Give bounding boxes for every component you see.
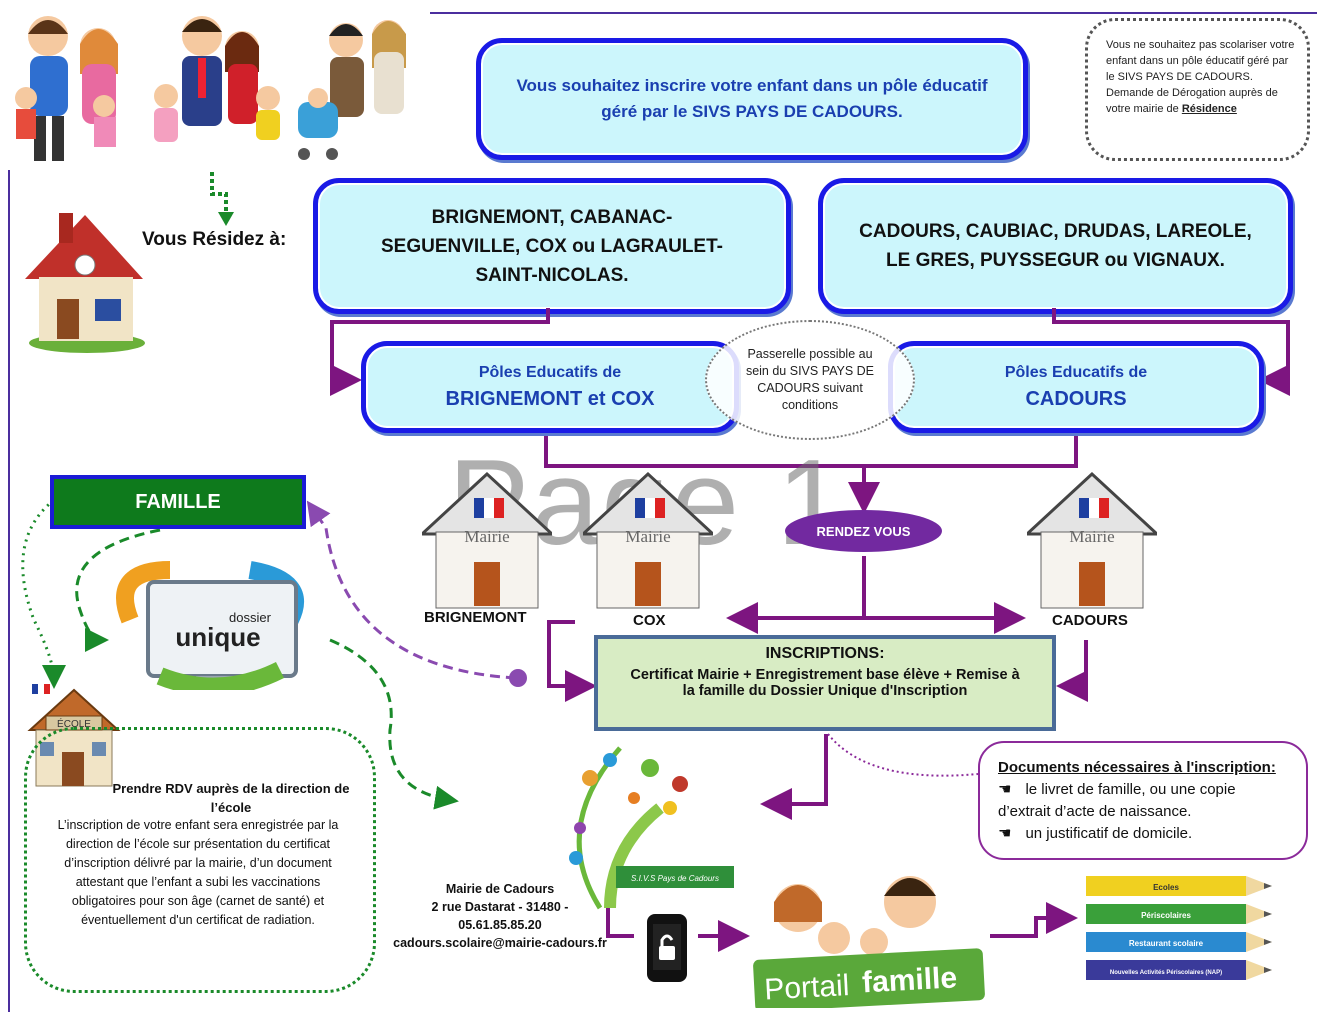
green-dashed-dossier-to-logo <box>329 638 459 810</box>
left-rule <box>8 170 10 1012</box>
arrow-phone-to-portail <box>606 906 738 936</box>
ecole-sign: ÉCOLE <box>57 717 91 730</box>
mairie-address: Mairie de Cadours 2 rue Dastarat - 31480… <box>380 880 620 952</box>
portail-famille-logo: Portail famille <box>753 876 985 1008</box>
zone-cadours: CADOURS, CAUBIAC, DRUDAS, LAREOLE, LE GR… <box>818 178 1293 314</box>
rendez-vous-badge: RENDEZ VOUS <box>785 510 942 552</box>
zone-brignemont-cox-towns: BRIGNEMONT, CABANAC-SEGUENVILLE, COX ou … <box>380 206 723 286</box>
pencil-label-restaurant: Restaurant scolaire <box>1129 939 1204 948</box>
address-email: cadours.scolaire@mairie-cadours.fr <box>393 936 607 950</box>
zone-cadours-towns: CADOURS, CAUBIAC, DRUDAS, LAREOLE, LE GR… <box>859 221 1252 271</box>
address-street: 2 rue Dastarat - 31480 - <box>431 900 569 914</box>
documents-item2: un justificatif de domicile. <box>1025 825 1193 842</box>
documents-box: Documents nécessaires à l'inscription: ☚… <box>978 741 1308 860</box>
house-label-cox: COX <box>633 612 666 629</box>
pencil-label-periscolaires: Périscolaires <box>1141 911 1191 920</box>
ecole-info-box <box>24 727 376 993</box>
arrow-zone-b-to-pole-b <box>1052 308 1290 396</box>
documents-item1b: d’extrait d’acte de naissance. <box>998 803 1192 820</box>
address-name: Mairie de Cadours <box>445 882 555 896</box>
mairie-sign: Mairie <box>1069 527 1114 546</box>
mairie-sign: Mairie <box>625 527 670 546</box>
derogation-emphasis: Résidence <box>1181 103 1237 115</box>
mairie-house-icon: Mairie <box>1027 471 1157 609</box>
famille-word: famille <box>861 961 958 999</box>
pencil-nap: Nouvelles Activités Périscolaires (NAP) <box>1086 960 1272 980</box>
arrow-cadours-to-inscr <box>1056 640 1088 702</box>
pole-cadours: Pôles Educatifs de CADOURS <box>888 341 1264 433</box>
pencil-restaurant: Restaurant scolaire <box>1086 932 1272 952</box>
passerelle-note: Passerelle possible au sein du SIVS PAYS… <box>705 320 915 440</box>
arrow-portail-to-pencils <box>990 902 1078 938</box>
hand-pointer-icon: ☚ <box>998 825 1012 842</box>
top-rule <box>430 12 1317 14</box>
derogation-text: Vous ne souhaitez pas scolariser votre e… <box>1106 39 1295 115</box>
green-arrow-icon <box>210 172 234 226</box>
dossier-word: dossier <box>229 610 272 625</box>
home-house-icon <box>25 213 145 353</box>
inscriptions-title: INSCRIPTIONS: <box>765 645 885 662</box>
green-dashed-famille-to-dossier <box>75 528 161 652</box>
pole-brignemont-cox: Pôles Educatifs de BRIGNEMONT et COX <box>361 341 739 433</box>
sivs-logo-text: S.I.V.S Pays de Cadours <box>631 874 719 883</box>
inscriptions-line1: Certificat Mairie + Enregistrement base … <box>630 667 1020 683</box>
portail-word: Portail <box>764 969 851 1006</box>
passerelle-text: Passerelle possible au sein du SIVS PAYS… <box>745 347 875 412</box>
activities-pencils: Ecoles Périscolaires Restaurant scolaire… <box>1086 876 1272 980</box>
documents-item1a: le livret de famille, ou une copie <box>1025 781 1236 798</box>
family-middle-figure <box>154 16 280 142</box>
pencil-label-ecoles: Ecoles <box>1153 883 1179 892</box>
house-label-cadours: CADOURS <box>1052 612 1128 629</box>
ecole-text: L’inscription de votre enfant sera enreg… <box>57 818 339 927</box>
purple-dashed-to-famille <box>306 500 517 680</box>
pole-a-line2: BRIGNEMONT et COX <box>445 387 655 410</box>
arrow-brignemont-to-inscr <box>547 620 597 702</box>
enrolment-question: Vous souhaitez inscrire votre enfant dan… <box>476 38 1028 160</box>
house-label-brignemont: BRIGNEMONT <box>424 609 527 626</box>
dossier-unique-icon: dossier unique <box>116 561 304 690</box>
inscriptions-box: INSCRIPTIONS: Certificat Mairie + Enregi… <box>594 635 1056 731</box>
arrow-inscr-to-logo <box>760 734 828 820</box>
address-phone: 05.61.85.85.20 <box>458 918 542 932</box>
pole-a-line1: Pôles Educatifs de <box>478 363 622 381</box>
family-right-figure <box>298 20 406 160</box>
zone-brignemont-cox: BRIGNEMONT, CABANAC-SEGUENVILLE, COX ou … <box>313 178 791 314</box>
family-left-figure <box>15 16 118 161</box>
arrow-poles-to-rdv <box>544 426 1078 502</box>
mairie-sign: Mairie <box>464 527 509 546</box>
pole-b-line1: Pôles Educatifs de <box>1004 363 1148 381</box>
residence-label: Vous Résidez à: <box>142 229 287 250</box>
enrolment-question-text: Vous souhaitez inscrire votre enfant dan… <box>516 76 988 121</box>
derogation-note: Vous ne souhaitez pas scolariser votre e… <box>1085 18 1310 161</box>
pole-b-line2: CADOURS <box>1025 387 1127 410</box>
arrow-zone-a-to-pole-a <box>330 308 550 396</box>
pencil-label-nap: Nouvelles Activités Périscolaires (NAP) <box>1110 970 1222 976</box>
ecole-title: Prendre RDV auprès de la direction de l’… <box>112 781 350 815</box>
unique-word: unique <box>175 622 260 652</box>
phone-lock-icon <box>647 914 687 982</box>
pencil-periscolaires: Périscolaires <box>1086 904 1272 924</box>
hand-pointer-icon: ☚ <box>998 781 1012 798</box>
family-illustration <box>15 16 406 161</box>
mairie-house-icon: Mairie <box>583 471 713 609</box>
sivs-logo: S.I.V.S Pays de Cadours <box>569 746 734 910</box>
documents-title: Documents nécessaires à l'inscription: <box>998 759 1276 776</box>
inscriptions-line2: la famille du Dossier Unique d'Inscripti… <box>682 683 968 699</box>
mairie-house-icon: Mairie <box>422 471 552 609</box>
famille-box: FAMILLE <box>50 475 306 529</box>
dotted-docs-link <box>827 733 979 777</box>
pencil-ecoles: Ecoles <box>1086 876 1272 896</box>
